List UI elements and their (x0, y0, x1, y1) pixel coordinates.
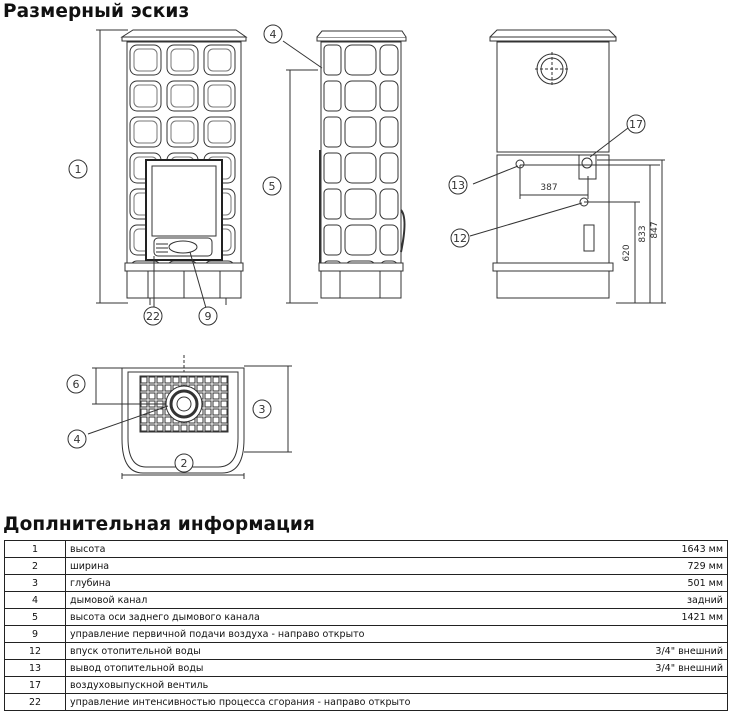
spec-value: 1643 мм (529, 540, 728, 558)
spec-label: глубина (65, 574, 529, 592)
sketch-title: Размерный эскиз (3, 1, 190, 22)
back-view (469, 29, 666, 304)
front-view (96, 29, 248, 309)
dim-833: 833 (638, 225, 648, 242)
dim-387: 387 (540, 183, 557, 193)
callout-17: 17 (629, 118, 643, 131)
spec-label: высота (65, 540, 529, 558)
spec-label: вывод отопительной воды (65, 659, 529, 677)
callout-12: 12 (453, 232, 467, 245)
callout-4-side: 4 (270, 28, 277, 41)
spec-num: 12 (4, 642, 66, 660)
callout-1: 1 (75, 163, 82, 176)
spec-value: 729 мм (529, 557, 728, 575)
side-view (282, 30, 407, 304)
spec-label: высота оси заднего дымового канала (65, 608, 529, 626)
spec-label: управление интенсивностью процесса сгора… (65, 693, 529, 711)
spec-num: 2 (4, 557, 66, 575)
spec-value: задний (529, 591, 728, 609)
spec-value (529, 625, 728, 643)
spec-label: впуск отопительной воды (65, 642, 529, 660)
spec-num: 22 (4, 693, 66, 711)
spec-value: 3/4" внешний (529, 642, 728, 660)
spec-label: дымовой канал (65, 591, 529, 609)
spec-value (529, 693, 728, 711)
spec-num: 3 (4, 574, 66, 592)
callout-5: 5 (269, 180, 276, 193)
spec-label: воздуховыпускной вентиль (65, 676, 529, 694)
spec-num: 1 (4, 540, 66, 558)
callout-13: 13 (451, 179, 465, 192)
top-view (87, 355, 292, 479)
spec-label: управление первичной подачи воздуха - на… (65, 625, 529, 643)
dimension-drawing: 387 620 833 847 1 2 3 4 4 5 6 9 12 13 17… (66, 24, 666, 479)
spec-value: 1421 мм (529, 608, 728, 626)
callout-3: 3 (259, 403, 266, 416)
spec-num: 13 (4, 659, 66, 677)
spec-num: 17 (4, 676, 66, 694)
spec-label: ширина (65, 557, 529, 575)
spec-num: 4 (4, 591, 66, 609)
dim-620: 620 (622, 244, 632, 261)
callout-4-top: 4 (74, 433, 81, 446)
info-title: Доплнительная информация (3, 514, 315, 535)
callout-2: 2 (181, 457, 188, 470)
spec-num: 9 (4, 625, 66, 643)
dim-847: 847 (650, 221, 660, 238)
callout-6: 6 (73, 378, 80, 391)
callout-9: 9 (205, 310, 212, 323)
spec-num: 5 (4, 608, 66, 626)
callout-22: 22 (146, 310, 160, 323)
spec-value: 3/4" внешний (529, 659, 728, 677)
spec-value (529, 676, 728, 694)
spec-value: 501 мм (529, 574, 728, 592)
